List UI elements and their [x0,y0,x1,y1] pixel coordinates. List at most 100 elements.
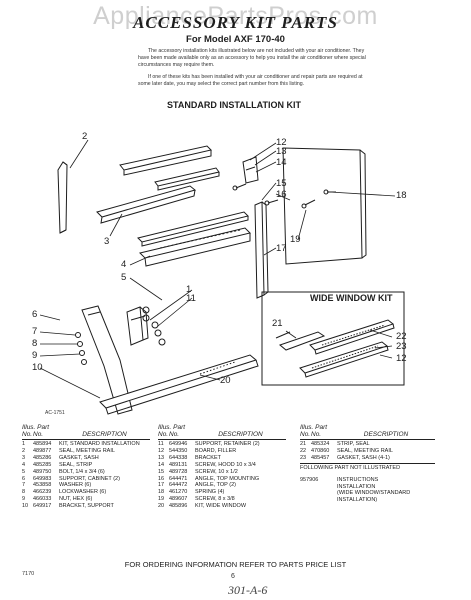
legend-part-number: 485285 [33,461,52,468]
legend-header-row: No. No. DESCRIPTION [300,431,435,440]
page-number: 6 [231,573,235,580]
wide-window-kit-title: WIDE WINDOW KIT [308,293,395,303]
instructions-desc-line-3: (WIDE WINDOW/STANDARD [337,490,411,497]
wide-kit-leaders [285,329,393,359]
legend-description: LOCKWASHER (6) [59,489,107,496]
wide-window-kit-frame [261,291,405,386]
callout-14: 14 [276,157,287,168]
legend-part-number: 649946 [169,441,188,447]
legend-part-number: 649983 [33,475,52,482]
part-11-support-retainer [126,306,149,346]
legend-item-number: 15 [158,468,165,475]
legend-description: GASKET, SASH (4-1) [337,454,390,461]
legend-header-row: No. No. DESCRIPTION [22,431,150,440]
legend-part-number: 453858 [33,482,52,489]
legend-description: BOARD, FILLER [195,447,237,454]
legend-part-number: 485324 [311,441,330,447]
legend-part-number: 489607 [169,496,188,503]
legend-part-number: 470860 [311,447,330,454]
callout-12: 12 [276,137,287,148]
callout-4: 4 [121,259,127,270]
callout-1: 1 [186,284,192,295]
legend-item-number: 19 [158,496,165,503]
legend-item-number: 1 [22,441,26,447]
legend-item-number: 20 [158,503,165,510]
legend-item-number: 13 [158,454,165,461]
legend-part-number: 644472 [169,482,188,489]
legend-item-number: 22 [300,447,307,454]
legend-description: SCREW, 10 x 1/2 [195,468,238,475]
callout-19: 19 [290,234,301,245]
legend-item-number: 5 [22,468,26,475]
instructions-desc-line-4: INSTALLATION) [337,497,378,504]
part-seal-strip-right [154,167,220,191]
part-16-filler-board [282,147,367,265]
legend-item-number: 18 [158,489,165,496]
legend-description: GASKET, SASH [59,454,99,461]
instructions-desc: INSTRUCTIONS INSTALLATION (WIDE WINDOW/S… [337,477,435,505]
legend-part-number: 489877 [33,447,52,454]
legend-part-number: 485457 [311,454,330,461]
legend-item-number: 2 [22,447,26,454]
legend-part-number: 644338 [169,454,188,461]
legend-description: NUT, HEX (6) [59,496,93,503]
legend-part-number: 466239 [33,489,52,496]
hdr-no: No. [158,431,169,438]
callout-leader-lines [39,139,396,399]
handwritten-note: 301-A-6 [228,583,268,597]
legend-row: 19 489607 SCREW, 8 x 3/8 [158,496,286,503]
legend-part-number: 461270 [169,489,188,496]
legend-row: 23 485457 GASKET, SASH (4-1) [300,455,435,462]
callout-12-wide: 12 [396,353,407,364]
part-13-bracket [242,156,259,184]
legend-row: 15 489728 SCREW, 10 x 1/2 [158,469,286,476]
part-angle-top [137,211,249,247]
legend-description: SCREW, HOOD 10 x 3/4 [195,461,256,468]
legend-description: SEAL, MEETING RAIL [337,447,393,454]
callout-22: 22 [396,331,407,342]
hdr-desc: DESCRIPTION [82,431,127,438]
callout-18: 18 [396,190,407,201]
callout-16: 16 [276,189,287,200]
legend-item-number: 6 [22,475,26,482]
legend-part-number: 466033 [33,496,52,503]
hdr-pn: No. [311,431,322,438]
diagram-code: AC-1751 [45,410,65,416]
legend-item-number: 7 [22,482,26,489]
legend-item-number: 11 [158,441,164,447]
hdr-desc: DESCRIPTION [218,431,263,438]
legend-description: ANGLE, TOP (2) [195,482,236,489]
legend-part-number: 489728 [169,468,188,475]
legend-description: SEAL, STRIP [59,461,93,468]
callout-17: 17 [276,243,287,254]
legend-row: 22 470860 SEAL, MEETING RAIL [300,448,435,455]
callout-9: 9 [32,350,38,361]
legend-item-number: 23 [300,454,307,461]
legend-header-row: No. No. DESCRIPTION [158,431,286,440]
legend-description: ANGLE, TOP MOUNTING [195,475,260,482]
callout-6: 6 [32,309,38,320]
standard-kit-title: STANDARD INSTALLATION KIT [167,100,301,110]
part-23-sash-gasket [299,341,389,378]
legend-description: SUPPORT, RETAINER (2) [195,441,260,447]
legend-header-top: Illus. Part [22,424,50,431]
part-22-meeting-rail-seal [309,319,395,355]
part-17-angle-vertical [254,201,269,299]
legend-description: SCREW, 8 x 3/8 [195,496,235,503]
legend-description: KIT, WIDE WINDOW [195,503,247,510]
part-6-cabinet-support [81,305,133,415]
